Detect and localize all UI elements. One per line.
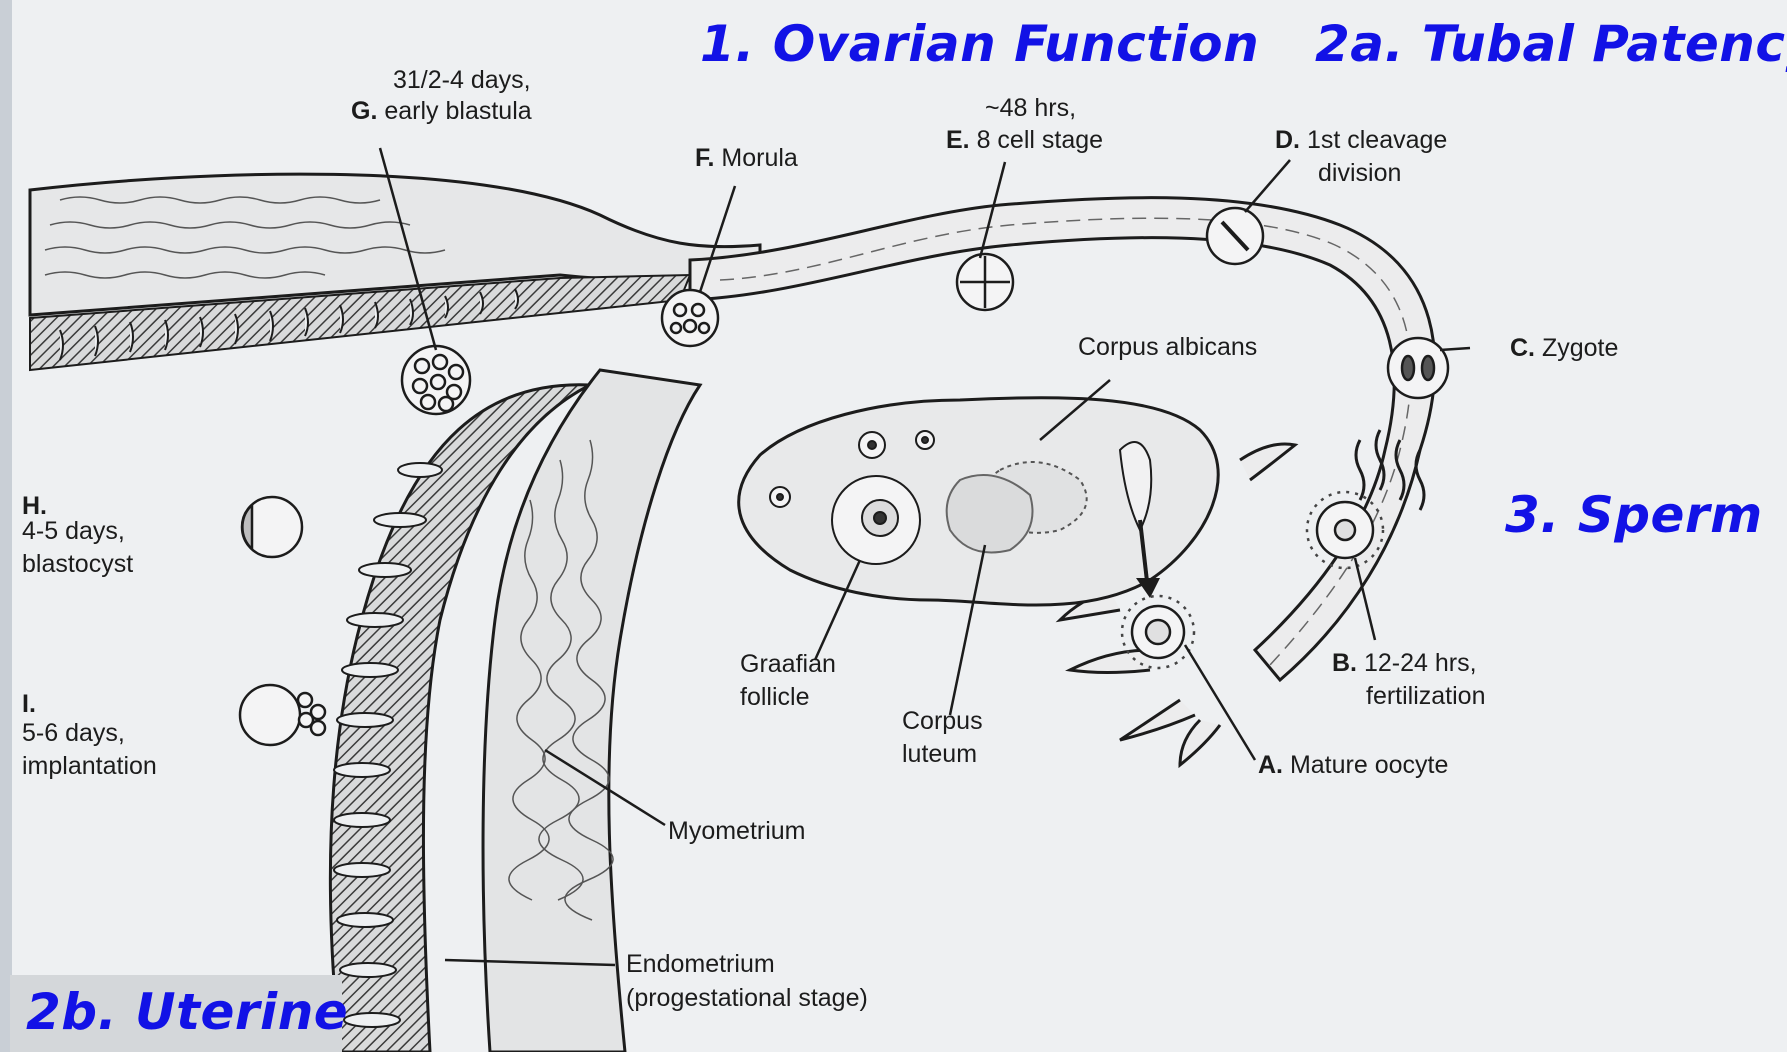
label-h-time: 4-5 days, xyxy=(22,515,125,548)
label-d-text2: division xyxy=(1318,157,1401,190)
label-d-letter: D. xyxy=(1275,126,1300,154)
label-e-letter: E. xyxy=(946,126,970,154)
label-corpus-albicans: Corpus albicans xyxy=(1078,331,1257,364)
corpus-luteum-shape xyxy=(947,475,1033,553)
label-e-time: ~48 hrs, xyxy=(985,92,1076,125)
ovulation-arrowhead xyxy=(1136,578,1160,598)
label-b: B. 12-24 hrs, xyxy=(1332,647,1477,680)
label-f-letter: F. xyxy=(695,144,714,172)
label-endometrium-1: Endometrium xyxy=(626,948,775,981)
heading-uterine: 2b. Uterine xyxy=(26,983,348,1041)
label-b-text: fertilization xyxy=(1366,680,1486,713)
label-a-text: Mature oocyte xyxy=(1290,751,1448,779)
label-d: D. 1st cleavage xyxy=(1275,124,1447,157)
label-g-letter: G. xyxy=(351,97,377,125)
label-i-time: 5-6 days, xyxy=(22,717,125,750)
label-i-text: implantation xyxy=(22,750,157,783)
label-b-letter: B. xyxy=(1332,649,1357,677)
heading-ovarian-function: 1. Ovarian Function xyxy=(700,15,1259,73)
label-i-letter-text: I. xyxy=(22,690,36,718)
label-endometrium-2: (progestational stage) xyxy=(626,982,868,1015)
label-graafian-2: follicle xyxy=(740,681,809,714)
page-edge xyxy=(0,0,12,1052)
label-g-time: 31/2-4 days, xyxy=(393,64,531,97)
label-g: G. early blastula xyxy=(351,95,532,128)
label-c: C. Zygote xyxy=(1510,332,1618,365)
label-corpus-luteum-2: luteum xyxy=(902,738,977,771)
label-f: F. Morula xyxy=(695,142,798,175)
heading-uterine-box: 2b. Uterine xyxy=(10,975,342,1052)
label-corpus-luteum-1: Corpus xyxy=(902,705,983,738)
label-graafian-1: Graafian xyxy=(740,648,836,681)
label-c-text: Zygote xyxy=(1542,334,1618,362)
label-a: A. Mature oocyte xyxy=(1258,749,1448,782)
label-d-text: 1st cleavage xyxy=(1307,126,1447,154)
label-f-text: Morula xyxy=(721,144,797,172)
label-a-letter: A. xyxy=(1258,751,1283,779)
label-h-text: blastocyst xyxy=(22,548,133,581)
heading-sperm: 3. Sperm xyxy=(1505,486,1763,544)
label-b-time: 12-24 hrs, xyxy=(1364,649,1477,677)
label-e: E. 8 cell stage xyxy=(946,124,1103,157)
label-g-text: early blastula xyxy=(384,97,531,125)
label-e-text: 8 cell stage xyxy=(977,126,1103,154)
label-c-letter: C. xyxy=(1510,334,1535,362)
heading-tubal-patency: 2a. Tubal Patency xyxy=(1315,15,1787,73)
label-myometrium: Myometrium xyxy=(668,815,806,848)
